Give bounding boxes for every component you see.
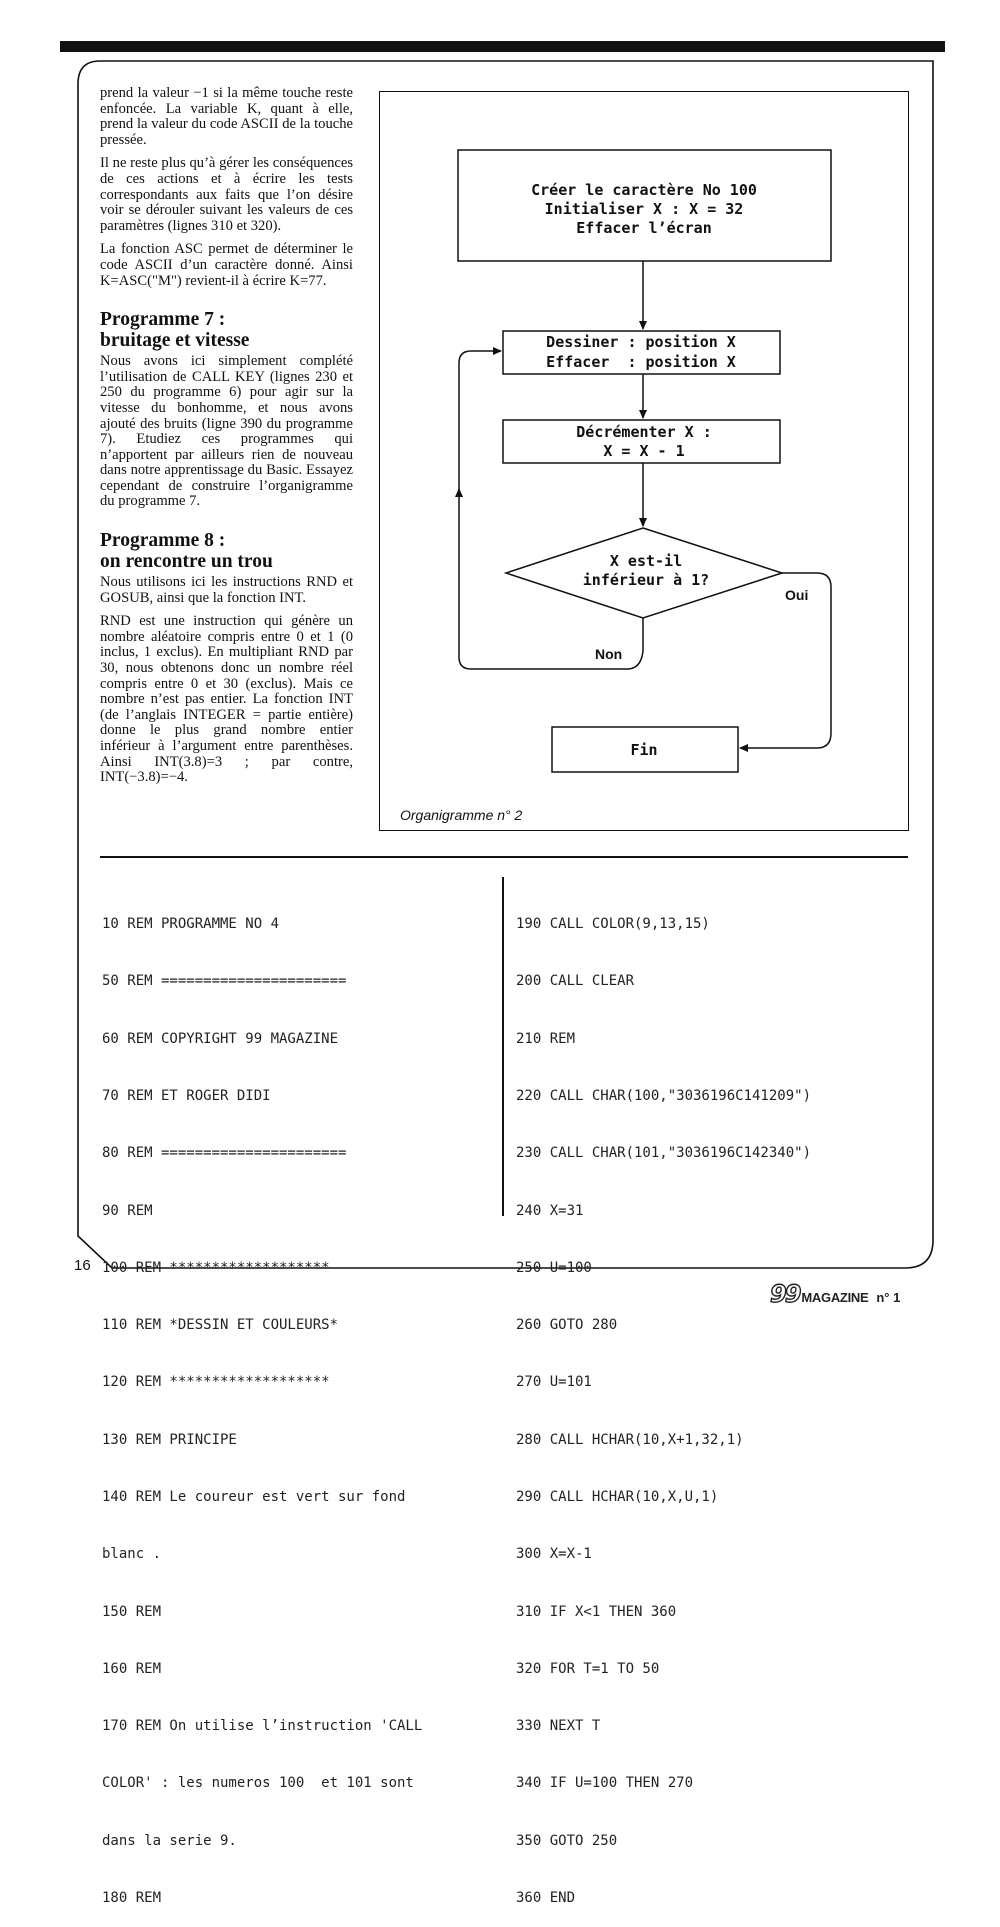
code-line: 320 FOR T=1 TO 50 bbox=[516, 1660, 660, 1677]
section7-heading: Programme 7 : bruitage et vitesse bbox=[100, 309, 353, 351]
code-line: 150 REM bbox=[102, 1603, 162, 1620]
flow-loop-up bbox=[458, 347, 502, 391]
code-line: 190 CALL COLOR(9,13,15) bbox=[516, 916, 710, 933]
flowchart-frame bbox=[379, 91, 909, 831]
flow-box-create-line1: Créer le caractère No 100 bbox=[531, 181, 757, 199]
code-line: 170 REM On utilise l’instruction 'CALL bbox=[102, 1718, 423, 1735]
section8-title-line2: on rencontre un trou bbox=[100, 551, 273, 573]
section8-paragraph-2: RND est une instruction qui génère un no… bbox=[100, 613, 353, 786]
code-line: 210 REM bbox=[516, 1030, 576, 1047]
code-listing-left: 10 REM PROGRAMME NO 4 50 REM ===========… bbox=[102, 877, 422, 1927]
code-separator bbox=[100, 856, 908, 858]
code-line: COLOR' : les numeros 100 et 101 sont bbox=[102, 1775, 414, 1792]
code-line: 350 GOTO 250 bbox=[516, 1832, 618, 1849]
code-line: 160 REM bbox=[102, 1660, 162, 1677]
code-line: 110 REM *DESSIN ET COULEURS* bbox=[102, 1317, 339, 1334]
code-line: 290 CALL HCHAR(10,X,U,1) bbox=[516, 1489, 719, 1505]
logo-word: MAGAZINE bbox=[801, 1290, 869, 1305]
flow-branch-yes bbox=[739, 572, 832, 752]
flow-box-end-label: Fin bbox=[630, 741, 657, 759]
code-line: 60 REM COPYRIGHT 99 MAGAZINE bbox=[102, 1030, 339, 1047]
code-line: 70 REM ET ROGER DIDI bbox=[102, 1088, 271, 1105]
code-listing-right: 190 CALL COLOR(9,13,15) 200 CALL CLEAR 2… bbox=[516, 877, 811, 1927]
top-rule bbox=[60, 41, 945, 52]
code-line: 90 REM bbox=[102, 1202, 153, 1219]
code-line: 120 REM ******************* bbox=[102, 1374, 330, 1391]
magazine-logo: 99 MAGAZINE n° 1 bbox=[769, 1279, 901, 1308]
code-line: 220 CALL CHAR(100,"3036196C141209") bbox=[516, 1088, 812, 1105]
code-line: 300 X=X-1 bbox=[516, 1546, 592, 1563]
flow-label-no: Non bbox=[595, 646, 622, 662]
flow-box-decrement-line2: X = X - 1 bbox=[603, 442, 684, 460]
code-line: 240 X=31 bbox=[516, 1202, 584, 1219]
page-frame bbox=[77, 60, 934, 1269]
flow-box-create bbox=[457, 149, 832, 262]
flow-box-decrement-line1: Décrémenter X : bbox=[576, 423, 711, 441]
code-line: 180 REM bbox=[102, 1889, 162, 1906]
flow-decision-line1: X est-il bbox=[610, 552, 682, 570]
logo-99: 99 bbox=[769, 1279, 802, 1308]
code-line: 340 IF U=100 THEN 270 bbox=[516, 1775, 694, 1792]
code-line: 130 REM PRINCIPE bbox=[102, 1431, 237, 1448]
code-line: 310 IF X<1 THEN 360 bbox=[516, 1603, 677, 1620]
section8-title-line1: Programme 8 : bbox=[100, 530, 226, 552]
code-line: 360 END bbox=[516, 1889, 576, 1906]
flow-label-yes: Oui bbox=[785, 587, 808, 603]
flow-box-decrement bbox=[502, 419, 781, 464]
flow-box-draw bbox=[502, 330, 781, 375]
flow-box-create-line2: Initialiser X : X = 32 bbox=[545, 200, 744, 218]
code-line: 330 NEXT T bbox=[516, 1718, 601, 1735]
code-line: 10 REM PROGRAMME NO 4 bbox=[102, 916, 280, 933]
section7-paragraph: Nous avons ici simplement complété l’uti… bbox=[100, 353, 353, 510]
code-line: 250 U=100 bbox=[516, 1259, 592, 1276]
flow-box-draw-line1: Dessiner : position X bbox=[546, 333, 736, 351]
issue-number: n° 1 bbox=[876, 1290, 901, 1305]
section7-title-line2: bruitage et vitesse bbox=[100, 330, 250, 352]
section7-title-line1: Programme 7 : bbox=[100, 309, 226, 331]
code-line: 200 CALL CLEAR bbox=[516, 973, 635, 990]
flow-box-end bbox=[551, 726, 739, 773]
flow-box-draw-line2: Effacer : position X bbox=[546, 353, 736, 371]
code-line: 50 REM ====================== bbox=[102, 973, 347, 990]
left-text-column: prend la valeur −1 si la même touche res… bbox=[100, 85, 353, 794]
code-line: 280 CALL HCHAR(10,X+1,32,1) bbox=[516, 1431, 744, 1448]
code-column-divider bbox=[502, 877, 504, 1216]
code-line: dans la serie 9. bbox=[102, 1832, 237, 1849]
intro-paragraph-1: prend la valeur −1 si la même touche res… bbox=[100, 85, 353, 148]
flow-box-create-line3: Effacer l’écran bbox=[576, 219, 711, 237]
code-line: blanc . bbox=[102, 1546, 162, 1563]
code-line: 100 REM ******************* bbox=[102, 1259, 330, 1276]
code-line: 230 CALL CHAR(101,"3036196C142340") bbox=[516, 1145, 812, 1162]
code-line: 270 U=101 bbox=[516, 1374, 592, 1391]
flow-loop-no bbox=[455, 488, 644, 670]
flowchart: Créer le caractère No 100 Initialiser X … bbox=[455, 149, 832, 773]
code-line: 140 REM Le coureur est vert sur fond bbox=[102, 1489, 406, 1505]
page-number: 16 bbox=[74, 1257, 91, 1274]
flowchart-caption: Organigramme n° 2 bbox=[400, 807, 523, 823]
intro-paragraph-2: Il ne reste plus qu’à gérer les conséque… bbox=[100, 155, 353, 234]
section8-heading: Programme 8 : on rencontre un trou bbox=[100, 530, 353, 572]
flow-decision-line2: inférieur à 1? bbox=[583, 571, 709, 589]
code-line: 260 GOTO 280 bbox=[516, 1317, 618, 1334]
section8-paragraph-1: Nous utilisons ici les instructions RND … bbox=[100, 574, 353, 606]
intro-paragraph-3: La fonction ASC permet de déterminer le … bbox=[100, 241, 353, 289]
code-line: 80 REM ====================== bbox=[102, 1145, 347, 1162]
